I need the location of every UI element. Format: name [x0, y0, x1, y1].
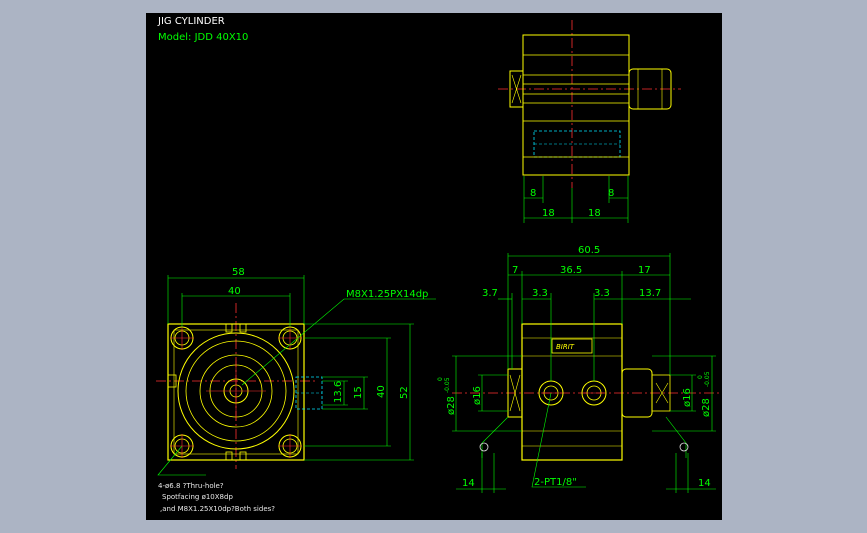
corner-hole-tl	[170, 326, 194, 350]
top-view-body	[522, 34, 630, 176]
thread-label: M8X1.25PX14dp	[346, 289, 428, 300]
dim-8-left: 8	[530, 188, 536, 199]
corner-hole-br	[278, 434, 302, 458]
dim-18-left: 18	[542, 208, 555, 219]
dim-58: 58	[232, 267, 245, 278]
dim-14-left: 14	[462, 478, 475, 489]
tol-left-top: 0	[437, 377, 444, 381]
tol-right-bot: -0.05	[704, 371, 711, 387]
tol-right-top: 0	[697, 375, 704, 379]
side-view: BIRIT 60.5 7 36.5 17 3.7 3.3 3.3	[437, 245, 721, 493]
dia-28-left: ø28	[446, 396, 457, 415]
dia-16-left: ø16	[472, 386, 483, 405]
hole-note-line3: ,and M8X1.25X10dp?Both sides?	[160, 505, 275, 513]
port-right	[581, 380, 607, 406]
dia-28-right: ø28	[701, 398, 712, 417]
drawing-title: JIG CYLINDER	[157, 16, 225, 27]
top-view-rod-end	[509, 70, 524, 108]
hole-note-line1: 4-ø6.8 ?Thru-hole?	[158, 482, 224, 490]
dim-52: 52	[399, 386, 410, 399]
cad-drawing: JIG CYLINDER Model: JDD 40X10 8 8 18	[156, 16, 721, 513]
model-label: Model: JDD 40X10	[158, 32, 248, 43]
dim-13-7: 13.7	[639, 288, 661, 299]
top-view: 8 8 18 18	[498, 20, 681, 223]
dim-3-7: 3.7	[482, 288, 498, 299]
dim-15: 15	[353, 386, 364, 399]
dim-17: 17	[638, 265, 651, 276]
dim-36-5: 36.5	[560, 265, 582, 276]
front-view-body	[167, 323, 305, 461]
side-view-rod-end-left	[507, 368, 523, 418]
dia-16-right: ø16	[682, 388, 693, 407]
drawing-canvas: JIG CYLINDER Model: JDD 40X10 8 8 18	[146, 13, 722, 520]
top-view-rear-cap	[628, 68, 672, 110]
nameplate-label: BIRIT	[556, 343, 575, 351]
dim-3-3-right: 3.3	[594, 288, 610, 299]
nameplate	[551, 338, 593, 354]
front-view: 58 40 52 40 15 13.6 M8X1.25PX14dp 4-ø6.8…	[156, 267, 436, 513]
dim-40-width: 40	[228, 286, 241, 297]
dim-40-height: 40	[376, 385, 387, 398]
dim-18-right: 18	[588, 208, 601, 219]
dim-60-5: 60.5	[578, 245, 600, 256]
hole-note-line2: Spotfacing ø10X8dp	[162, 493, 233, 501]
tol-left-bot: -0.05	[444, 377, 451, 393]
port-label: 2-PT1/8"	[534, 477, 577, 488]
corner-hole-tr	[278, 326, 302, 350]
dim-13-6: 13.6	[333, 381, 344, 403]
bore-outer-circle	[177, 332, 295, 450]
dim-14-right: 14	[698, 478, 711, 489]
dim-7: 7	[512, 265, 518, 276]
dim-3-3-left: 3.3	[532, 288, 548, 299]
dim-8-right: 8	[608, 188, 614, 199]
